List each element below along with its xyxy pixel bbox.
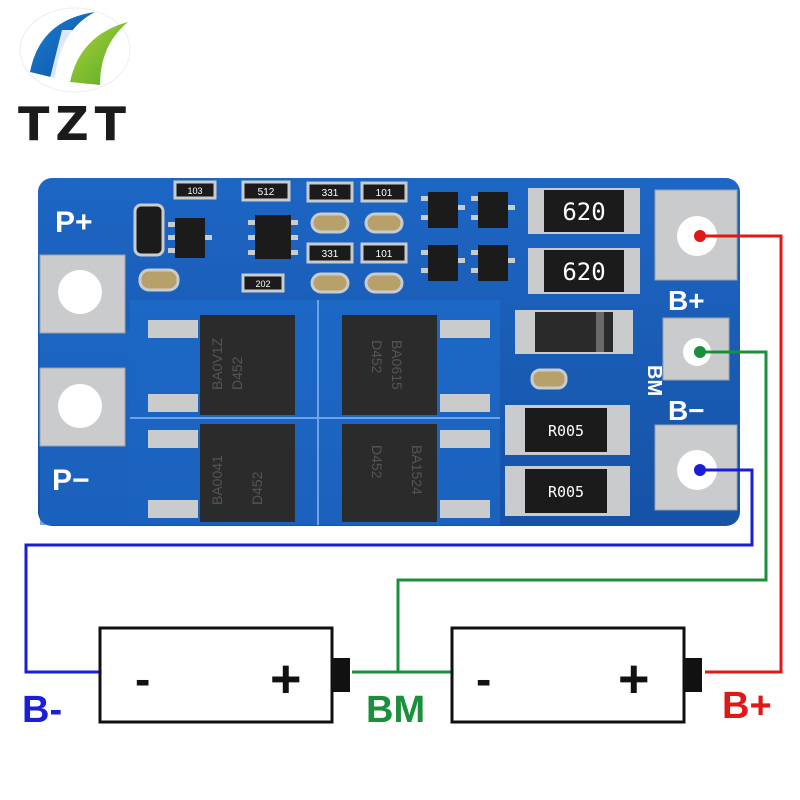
svg-text:BA0V1Z: BA0V1Z xyxy=(209,337,225,390)
wire-b-minus xyxy=(24,468,754,674)
smd-resistor-101-top: 101 xyxy=(360,181,408,203)
wire-bm-dot xyxy=(694,346,706,358)
mosfet-4: D452 BA1524 xyxy=(342,424,490,522)
battery-1-minus: - xyxy=(135,653,150,705)
svg-text:512: 512 xyxy=(258,187,275,198)
smd-resistor-331-top: 331 xyxy=(306,181,354,203)
battery-2: - + xyxy=(450,626,702,724)
resistor-620-bottom: 620 xyxy=(528,248,640,294)
label-b-plus: B+ xyxy=(722,685,772,727)
svg-text:D452: D452 xyxy=(369,340,385,374)
mosfet-2: D452 BA0615 xyxy=(342,315,490,415)
label-p-plus: P+ xyxy=(55,206,93,239)
smd-resistor-512: 512 xyxy=(241,180,291,202)
svg-text:331: 331 xyxy=(322,188,339,199)
battery-2-minus: - xyxy=(476,653,491,705)
svg-text:101: 101 xyxy=(376,188,393,199)
battery-1-plus: + xyxy=(270,649,302,709)
battery-2-plus: + xyxy=(618,649,650,709)
label-bm-silk: BM xyxy=(643,365,665,396)
svg-text:620: 620 xyxy=(562,258,605,286)
brand-name: TZT xyxy=(18,97,132,151)
svg-text:BA0041: BA0041 xyxy=(209,455,225,505)
svg-text:101: 101 xyxy=(376,249,393,260)
logo-green-leaf xyxy=(70,22,128,85)
diode-smd xyxy=(515,310,633,354)
svg-text:202: 202 xyxy=(255,279,270,289)
svg-text:D452: D452 xyxy=(249,471,265,505)
resistor-620-top: 620 xyxy=(528,188,640,234)
svg-text:D452: D452 xyxy=(369,445,385,479)
ic-pins xyxy=(168,196,515,273)
smd-resistor-331-mid: 331 xyxy=(306,242,354,264)
mosfet-3: BA0041 D452 xyxy=(148,424,295,522)
wire-b-plus xyxy=(700,234,783,674)
svg-text:620: 620 xyxy=(562,198,605,226)
smd-resistor-101-mid: 101 xyxy=(360,242,408,264)
ic-small-chips xyxy=(175,192,508,281)
label-b-plus-silk: B+ xyxy=(668,285,705,316)
label-bm: BM xyxy=(366,689,425,731)
pad-p-minus xyxy=(39,367,126,447)
wire-b-plus-dot xyxy=(694,230,706,242)
smd-resistor-202: 202 xyxy=(241,273,285,293)
svg-text:R005: R005 xyxy=(548,422,584,440)
label-b-minus: B- xyxy=(22,689,62,731)
mosfet-1: BA0V1Z D452 xyxy=(148,315,295,415)
wire-bm xyxy=(352,350,768,674)
label-b-minus-silk: B− xyxy=(668,395,705,426)
wires xyxy=(24,230,783,674)
wire-b-minus-dot xyxy=(694,464,706,476)
smd-resistor-103: 103 xyxy=(173,180,217,200)
battery-1: - + xyxy=(98,626,350,724)
brand-logo: TZT xyxy=(18,7,132,151)
pad-p-plus xyxy=(39,254,126,334)
shunt-r005-bottom: R005 xyxy=(505,466,630,516)
svg-text:BA1524: BA1524 xyxy=(409,445,425,495)
svg-text:D452: D452 xyxy=(229,356,245,390)
smd-capacitors xyxy=(133,203,568,390)
svg-text:BA0615: BA0615 xyxy=(389,340,405,390)
pcb-board: P+ P− B+ B− BM 103 xyxy=(38,178,740,526)
label-p-minus: P− xyxy=(52,464,90,497)
svg-text:R005: R005 xyxy=(548,483,584,501)
logo-highlight xyxy=(48,30,82,86)
shunt-r005-top: R005 xyxy=(505,405,630,455)
svg-text:331: 331 xyxy=(322,249,339,260)
svg-text:103: 103 xyxy=(187,186,202,196)
